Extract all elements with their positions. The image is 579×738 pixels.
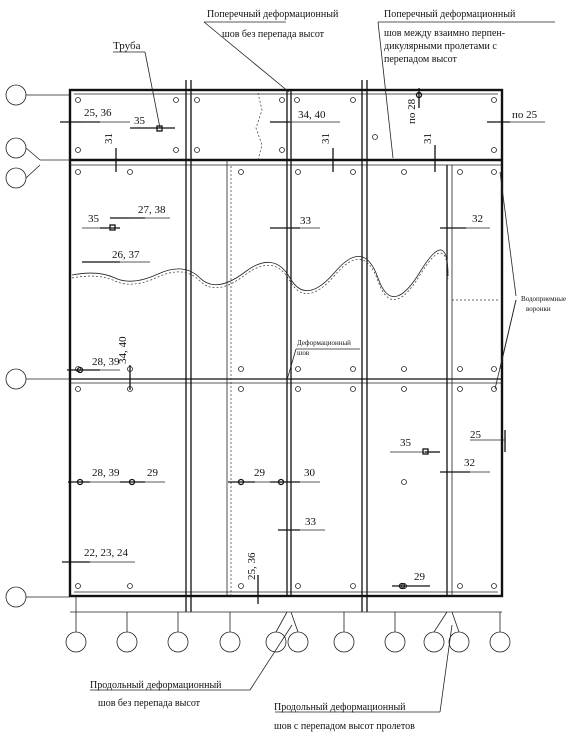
label-31-right: 31 xyxy=(422,133,434,144)
label-34-40-mid: 34, 40 xyxy=(117,336,129,364)
label-29-left: 29 xyxy=(147,467,159,479)
label-32-lower: 32 xyxy=(464,457,475,469)
callout-top-left-sub: шов без перепада высот xyxy=(222,29,325,40)
label-po-28: по 28 xyxy=(406,98,418,124)
label-po-25: по 25 xyxy=(512,109,538,121)
callout-top-left-title: Поперечный деформационный xyxy=(207,9,339,20)
callout-mid-seam-2: шов xyxy=(297,349,310,357)
callout-top-right-sub1: шов между взаимно перпен- xyxy=(384,28,505,39)
label-33-upper: 33 xyxy=(300,215,312,227)
break-line-shade xyxy=(71,252,449,300)
callout-bottom-left-2: шов без перепада высот xyxy=(98,698,201,709)
callout-top-right-title: Поперечный деформационный xyxy=(384,9,516,20)
label-27-38: 27, 38 xyxy=(138,204,166,216)
callout-bottom-right-1: Продольный деформационный xyxy=(274,702,406,713)
label-35-top: 35 xyxy=(134,115,146,127)
label-25-36: 25, 36 xyxy=(84,107,112,119)
hatched-seam-top xyxy=(255,92,263,161)
callout-top-right-sub3: перепадом высот xyxy=(384,54,457,65)
label-26-37: 26, 37 xyxy=(112,249,140,261)
label-33-lower: 33 xyxy=(305,516,317,528)
callout-bottom-right-2: шов с перепадом высот пролетов xyxy=(274,721,415,732)
label-30: 30 xyxy=(304,467,316,479)
callout-pipe: Труба xyxy=(113,40,141,52)
label-31-mid: 31 xyxy=(320,133,332,144)
label-25-lower: 25 xyxy=(470,429,482,441)
callout-bottom-left-1: Продольный деформационный xyxy=(90,680,222,691)
label-34-40-top: 34, 40 xyxy=(298,109,326,121)
callout-mid-seam-1: Деформационный xyxy=(297,339,351,347)
label-35-second: 35 xyxy=(88,213,100,225)
label-28-39-lower: 28, 39 xyxy=(92,467,120,479)
callout-funnels-2: воронки xyxy=(526,305,551,313)
axis-markers-bottom xyxy=(65,597,511,653)
label-22-23-24: 22, 23, 24 xyxy=(84,547,129,559)
label-31-left: 31 xyxy=(103,133,115,144)
callout-top-right-sub2: дикулярными пролетами с xyxy=(384,41,497,52)
axis-markers-left xyxy=(5,84,70,608)
leaders xyxy=(60,21,555,713)
label-32-upper: 32 xyxy=(472,213,483,225)
fastener-points xyxy=(75,97,497,589)
callout-funnels-1: Водоприемные xyxy=(521,295,566,303)
label-25-36-bottom: 25, 36 xyxy=(246,552,258,580)
roof-outline xyxy=(68,88,504,598)
label-28-39-upper: 28, 39 xyxy=(92,356,120,368)
label-35-lower: 35 xyxy=(400,437,412,449)
label-29-bottom: 29 xyxy=(414,571,426,583)
label-29-mid: 29 xyxy=(254,467,266,479)
break-line xyxy=(71,249,449,297)
